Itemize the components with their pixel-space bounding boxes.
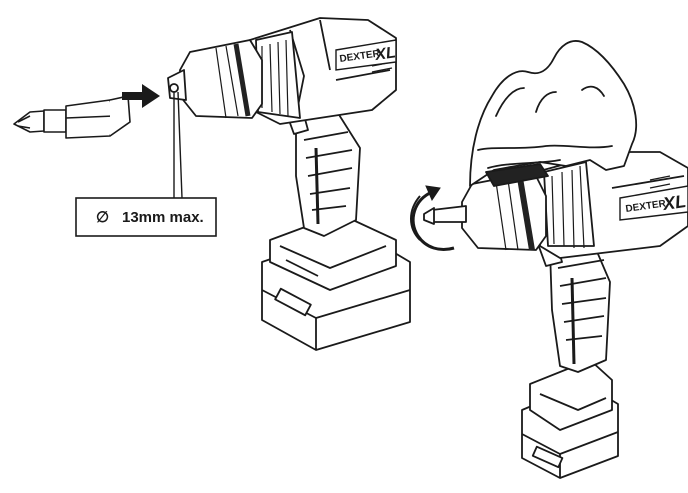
- brand-badge-right: DEXTER XL: [619, 185, 688, 221]
- model-label-right: XL: [661, 191, 688, 214]
- brand-badge-left: DEXTER XL: [335, 39, 397, 71]
- model-label-left: XL: [373, 44, 397, 64]
- callout-box: ∅ 13mm max.: [75, 197, 217, 237]
- drill-right: [423, 151, 688, 479]
- drill-left: [167, 17, 411, 351]
- callout-leader: [173, 91, 183, 199]
- diameter-symbol: ∅: [96, 209, 109, 226]
- insert-arrow-icon: [122, 84, 160, 108]
- hand-icon: [469, 40, 638, 187]
- callout-label: 13mm max.: [122, 209, 204, 226]
- clutch-ring: [543, 161, 595, 247]
- rotation-arrow-icon: [410, 185, 455, 251]
- screwdriver-bit-icon: [13, 95, 131, 139]
